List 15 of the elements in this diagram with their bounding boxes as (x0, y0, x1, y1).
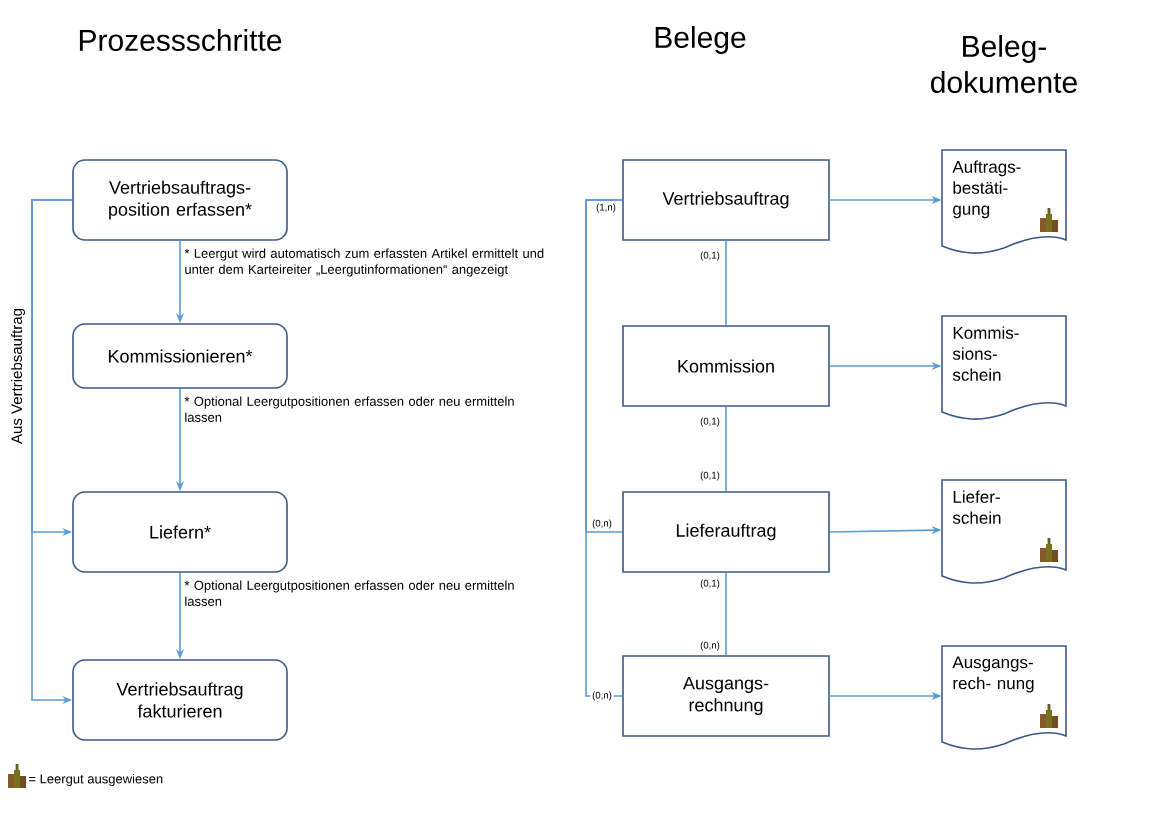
heading: Prozessschritte (79, 29, 282, 51)
document-box: Kommission (622, 325, 830, 407)
document-box: Lieferauftrag (622, 491, 830, 573)
process-box: Vertriebsauftrag fakturieren (72, 659, 288, 741)
heading: Beleg- dokumente (931, 35, 1077, 93)
document-box: Ausgangs- rechnung (622, 655, 830, 737)
process-box: Liefern* (72, 491, 288, 573)
heading: Belege (655, 26, 746, 54)
connector-line (725, 572, 727, 656)
connector-line (725, 406, 727, 492)
process-box: Kommissionieren* (72, 323, 288, 389)
document-box: Vertriebsauftrag (622, 159, 830, 241)
connector-line (725, 240, 727, 326)
connector-line (585, 199, 623, 697)
process-box: Vertriebsauftrags- position erfassen* (72, 159, 288, 241)
